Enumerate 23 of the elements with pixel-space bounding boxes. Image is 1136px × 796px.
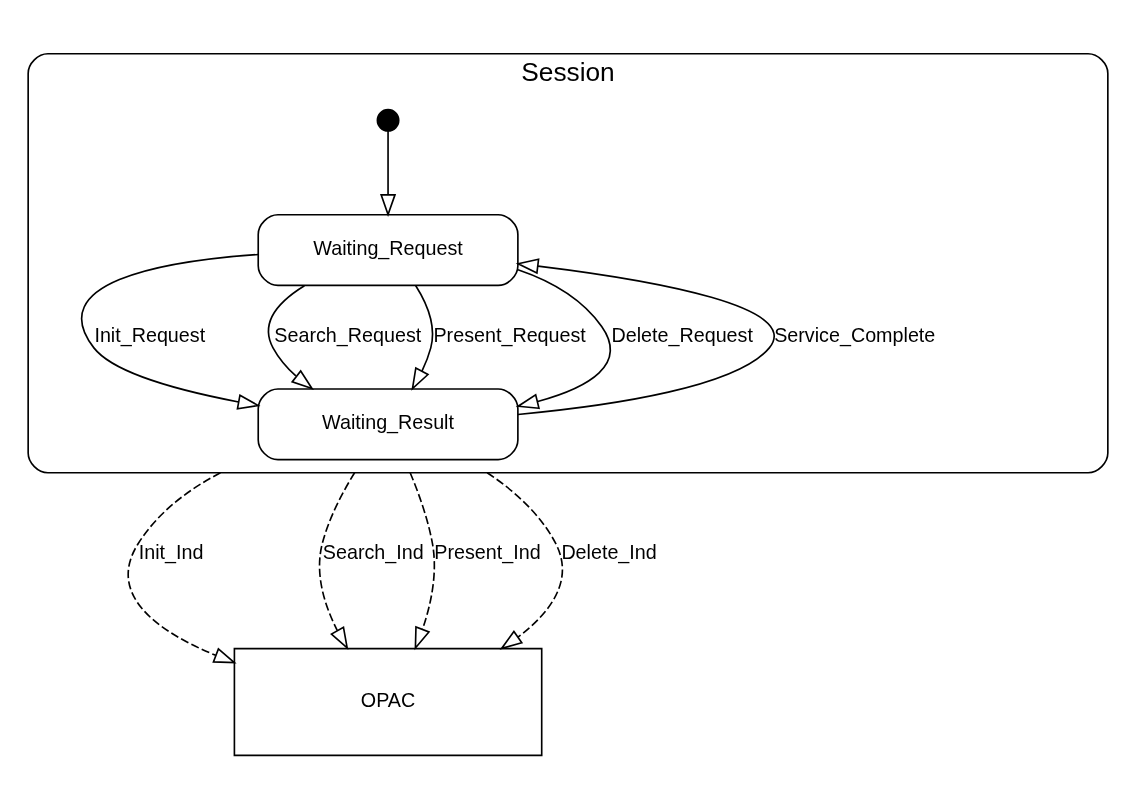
edge-label: Service_Complete	[774, 324, 936, 347]
node-box: Waiting_Result	[257, 388, 519, 461]
arrow	[80, 253, 261, 410]
edge-label: Init_Ind	[138, 541, 204, 564]
node-box: OPAC	[233, 647, 543, 757]
arrow	[411, 284, 434, 391]
arrow	[127, 471, 237, 664]
arrow	[409, 471, 436, 651]
edge-label: Init_Request	[94, 324, 206, 347]
node-circle	[376, 108, 400, 132]
arrow	[515, 269, 612, 410]
arrow	[318, 471, 356, 651]
arrow	[267, 284, 314, 391]
edge-label: Present_Request	[433, 324, 586, 347]
arrow	[380, 130, 397, 218]
arrow	[486, 471, 564, 650]
node-box: Waiting_Request	[257, 213, 519, 287]
edge-label: Present_Ind	[434, 541, 541, 564]
edge-label: Delete_Request	[611, 324, 753, 347]
edge-label: Delete_Ind	[561, 541, 657, 564]
edge-label: Search_Ind	[322, 541, 424, 564]
arrow	[515, 258, 775, 416]
edge-label: Search_Request	[274, 324, 422, 347]
